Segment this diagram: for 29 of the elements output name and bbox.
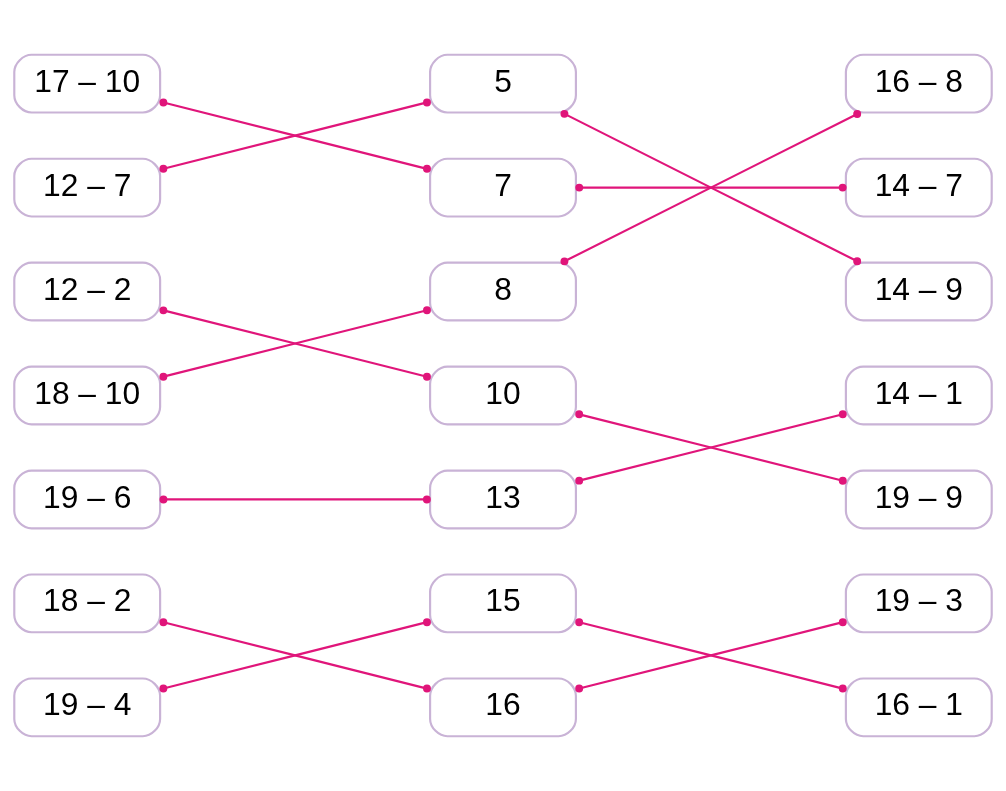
connector (159, 306, 431, 381)
node-box: 15 (429, 573, 577, 634)
connector (159, 495, 431, 504)
node-box: 19 – 6 (13, 469, 162, 530)
connector (575, 618, 847, 693)
node-box: 16 (429, 677, 577, 738)
node-box: 18 – 10 (13, 365, 162, 426)
node-box: 12 – 2 (13, 261, 162, 322)
node-box: 19 – 3 (844, 573, 993, 634)
node-box: 19 – 4 (13, 677, 162, 738)
node-box: 10 (429, 365, 577, 426)
node-box: 12 – 7 (13, 157, 162, 218)
connector (575, 183, 847, 192)
connector (560, 109, 862, 266)
node-box: 14 – 1 (844, 365, 993, 426)
node-box: 13 (429, 469, 577, 530)
node-box: 14 – 9 (844, 261, 993, 322)
connector (575, 410, 847, 485)
node-box: 16 – 1 (844, 677, 993, 738)
node-box: 17 – 10 (13, 53, 162, 114)
node-box: 14 – 7 (844, 157, 993, 218)
connector (159, 98, 431, 173)
node-box: 19 – 9 (844, 469, 993, 530)
connector (159, 618, 431, 693)
node-box: 8 (429, 261, 577, 322)
node-box: 16 – 8 (844, 53, 993, 114)
node-box: 5 (429, 53, 577, 114)
node-box: 18 – 2 (13, 573, 162, 634)
node-box: 7 (429, 157, 577, 218)
